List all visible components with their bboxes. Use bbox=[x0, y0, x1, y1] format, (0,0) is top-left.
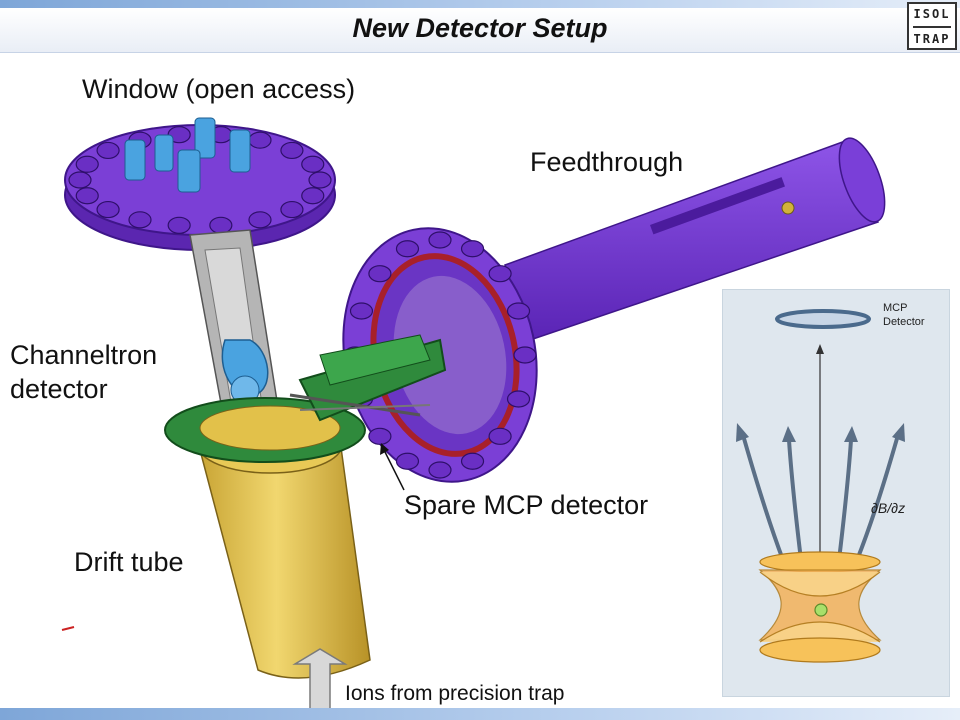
bolt bbox=[460, 452, 485, 470]
ion-beam-arrow[interactable] bbox=[292, 648, 348, 715]
bolt bbox=[488, 265, 512, 283]
logo-text-top: ISOL bbox=[913, 7, 951, 21]
bolt bbox=[428, 461, 452, 479]
inset-mcp-label-1: MCP bbox=[883, 302, 908, 314]
bolt bbox=[75, 187, 99, 205]
bolt bbox=[308, 171, 332, 189]
channeltron-frame bbox=[189, 229, 281, 426]
bolt bbox=[349, 302, 374, 320]
bolt bbox=[248, 211, 272, 229]
bolt bbox=[301, 155, 325, 173]
bolt bbox=[280, 141, 304, 160]
bolt bbox=[280, 200, 304, 219]
logo-text-bottom: TRAP bbox=[913, 32, 951, 46]
bolt bbox=[209, 216, 233, 234]
bolt bbox=[368, 427, 392, 445]
stray-mark bbox=[61, 626, 75, 631]
label-ions: Ions from precision trap bbox=[345, 682, 565, 705]
bolt bbox=[248, 131, 272, 149]
bolt bbox=[513, 346, 537, 364]
mcp-detector-ring bbox=[775, 309, 871, 329]
bolt bbox=[96, 200, 120, 219]
side-flange-bolts bbox=[343, 231, 537, 479]
label-drift-tube: Drift tube bbox=[74, 547, 184, 577]
bolt bbox=[128, 211, 152, 229]
bolt bbox=[368, 265, 392, 283]
title-bar bbox=[0, 8, 960, 53]
label-channeltron: Channeltron detector bbox=[10, 340, 158, 404]
bottom-accent-bar bbox=[0, 708, 960, 720]
window-connectors bbox=[124, 117, 251, 193]
label-spare-mcp: Spare MCP detector bbox=[404, 490, 649, 520]
label-window: Window (open access) bbox=[82, 74, 356, 104]
bolt bbox=[460, 240, 485, 258]
bolt bbox=[167, 216, 191, 234]
bolt bbox=[506, 390, 531, 408]
spare-mcp-pointer bbox=[380, 443, 405, 491]
inset-drawing bbox=[736, 309, 905, 663]
bolt bbox=[395, 452, 420, 470]
isoltrap-logo: ISOL TRAP bbox=[907, 2, 957, 50]
penning-trap bbox=[758, 551, 882, 663]
bolt bbox=[96, 141, 120, 160]
field-line-arrowheads bbox=[736, 423, 905, 442]
bolt bbox=[75, 155, 99, 173]
bolt bbox=[395, 240, 420, 258]
inset-gradient-label: ∂B/∂z bbox=[871, 500, 906, 516]
bolt bbox=[68, 171, 92, 189]
logo-divider bbox=[913, 26, 951, 28]
trapped-ion bbox=[814, 603, 828, 617]
page-title: New Detector Setup bbox=[352, 13, 608, 43]
inset-schematic: MCP Detector ∂B/∂z bbox=[722, 289, 950, 697]
bolt bbox=[488, 427, 512, 445]
label-feedthrough: Feedthrough bbox=[530, 147, 684, 177]
mounting-plate bbox=[164, 334, 447, 463]
top-accent-bar bbox=[0, 0, 960, 8]
bolt bbox=[506, 302, 531, 320]
window-flange-bolts bbox=[68, 126, 332, 234]
inset-mcp-label-2: Detector bbox=[883, 316, 925, 328]
bolt bbox=[428, 231, 452, 249]
field-lines bbox=[741, 434, 900, 561]
bolt bbox=[301, 187, 325, 205]
